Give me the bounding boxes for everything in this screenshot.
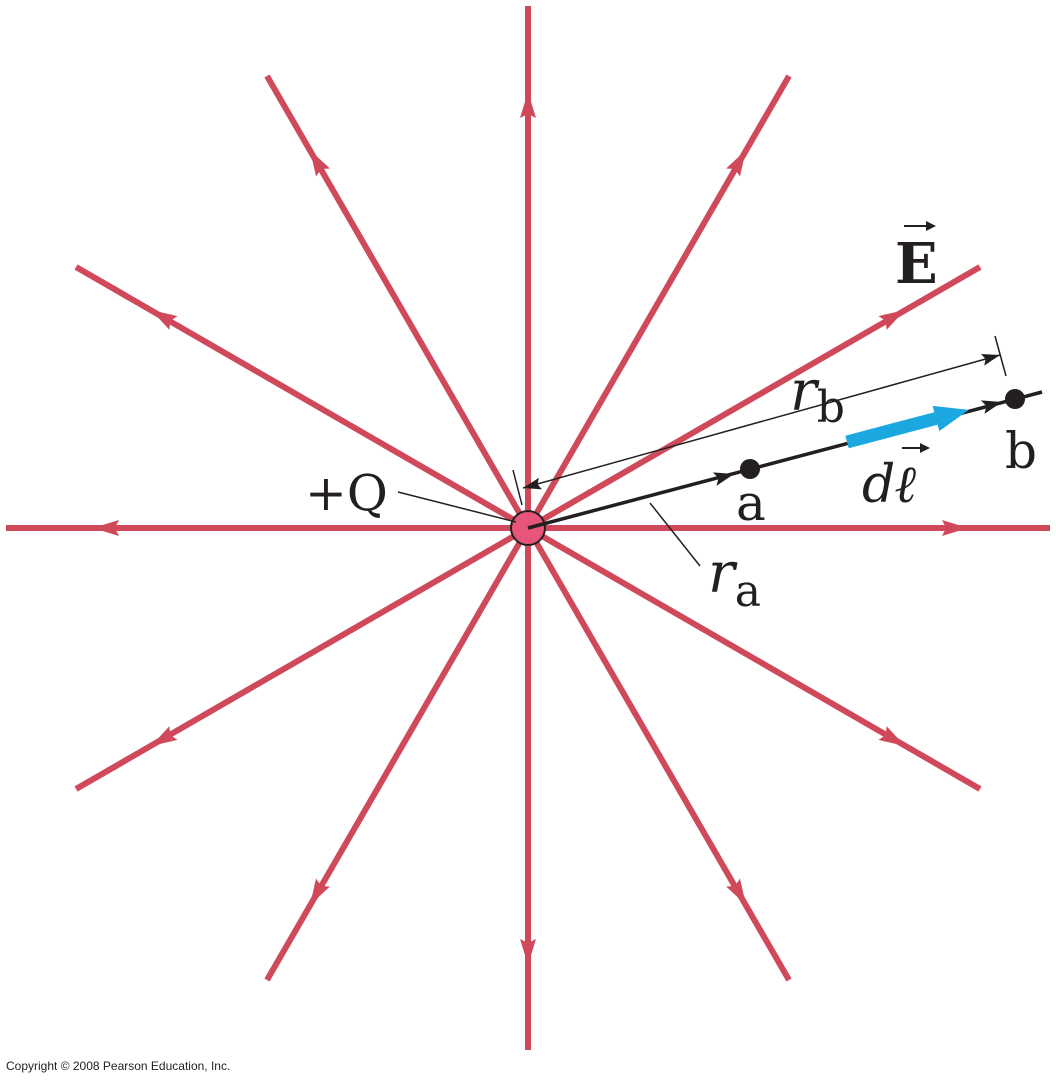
arrowhead-270deg xyxy=(520,939,536,965)
r-a-subscript: a xyxy=(735,566,761,617)
field-arrowheads xyxy=(93,92,968,965)
path-arrowhead-b xyxy=(980,400,1002,414)
arrowhead-180deg xyxy=(93,520,119,536)
displacement-label: dℓ xyxy=(862,454,918,515)
r-b-label: rb xyxy=(790,359,845,433)
arrowhead-60deg xyxy=(726,150,746,177)
r-a-label: ra xyxy=(708,541,761,617)
r-b-tick-end xyxy=(994,335,1007,377)
r-b-dimension-line xyxy=(522,354,1001,489)
displacement-vector-arrow-icon xyxy=(902,443,930,453)
r-b-subscript: b xyxy=(817,382,845,433)
r-b-tick-start xyxy=(512,469,523,506)
r-a-symbol: r xyxy=(708,541,738,606)
r-b-arrowhead-start xyxy=(523,477,542,490)
field-line-210deg xyxy=(74,525,530,792)
point-b-dot xyxy=(1005,389,1025,409)
field-line-240deg xyxy=(264,526,531,982)
copyright-notice: Copyright © 2008 Pearson Education, Inc. xyxy=(6,1059,230,1073)
arrowhead-240deg xyxy=(310,878,330,905)
field-line-120deg xyxy=(264,74,531,530)
displacement-arrow xyxy=(845,405,969,449)
field-line-330deg xyxy=(526,525,982,792)
arrowhead-330deg xyxy=(878,726,905,746)
arrowhead-0deg xyxy=(942,520,968,536)
arrowhead-150deg xyxy=(151,310,178,330)
arrowhead-210deg xyxy=(151,726,178,746)
r-b-symbol: r xyxy=(790,359,820,424)
point-a-label: a xyxy=(736,474,766,532)
arrowhead-30deg xyxy=(878,310,905,330)
arrowhead-120deg xyxy=(310,150,330,177)
r-b-arrowhead-end xyxy=(981,354,1000,366)
point-a-dot xyxy=(740,459,760,479)
arrowhead-300deg xyxy=(726,878,746,905)
field-line-30deg xyxy=(526,264,982,531)
charge-leader-line xyxy=(397,491,517,523)
path-arrowhead-a xyxy=(712,472,734,486)
displacement-ell: ℓ xyxy=(895,454,917,515)
field-line-150deg xyxy=(74,264,530,531)
r-a-leader-line xyxy=(649,502,701,567)
displacement-d: d xyxy=(862,455,895,515)
field-line-300deg xyxy=(525,526,792,982)
field-label: E xyxy=(895,231,938,297)
point-b-label: b xyxy=(1005,422,1037,480)
field-vector-arrow-icon xyxy=(904,221,936,231)
r-b-dimension xyxy=(512,335,1007,506)
charge-label: +Q xyxy=(305,464,388,522)
arrowhead-90deg xyxy=(520,92,536,118)
